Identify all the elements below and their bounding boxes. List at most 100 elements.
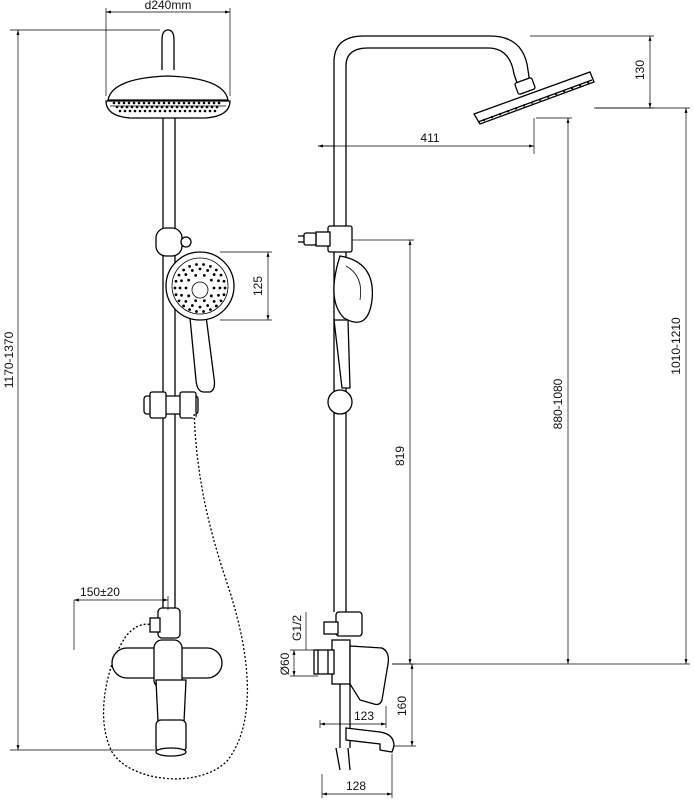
nozzle-dot	[202, 101, 206, 105]
nozzle-dot	[562, 89, 566, 93]
nozzle-dot	[538, 98, 542, 101]
nozzle-dot	[184, 273, 188, 276]
nozzle-dot	[122, 101, 126, 105]
nozzle-dot	[546, 95, 550, 99]
nozzle-dot	[115, 105, 119, 109]
nozzle-dot	[174, 279, 178, 283]
nozzle-dot	[195, 263, 198, 266]
nozzle-dot	[202, 273, 206, 277]
nozzle-dot	[183, 109, 187, 113]
nozzle-dot	[217, 293, 220, 297]
nozzle-dot	[490, 115, 494, 119]
nozzle-dot	[177, 273, 181, 277]
nozzle-dot	[212, 286, 216, 290]
nozzle-dot	[180, 293, 183, 297]
label-overall-height: 1170-1370	[2, 331, 16, 388]
nozzle-dot	[506, 110, 510, 113]
dim-holder-height: 819	[352, 239, 414, 665]
nozzle-dot	[157, 101, 161, 105]
nozzle-dot	[209, 294, 213, 298]
nozzle-dot	[212, 101, 216, 105]
nozzle-dot	[222, 293, 226, 297]
nozzle-dot	[140, 105, 144, 109]
nozzle-dot	[514, 107, 518, 110]
label-holder-height: 819	[393, 446, 407, 466]
nozzle-dot	[127, 101, 131, 105]
label-holder-range: 880-1080	[551, 378, 565, 429]
nozzle-dot	[208, 308, 212, 312]
nozzle-dot	[188, 308, 192, 312]
dim-head-diameter: d240mm	[105, 0, 231, 96]
nozzle-dot	[177, 299, 181, 303]
label-mixer-spacing: 150±20	[80, 585, 120, 599]
nozzle-dot	[143, 109, 147, 113]
nozzle-dot	[182, 304, 186, 308]
nozzle-dot	[155, 105, 159, 109]
nozzle-dot	[194, 299, 198, 303]
label-spout-height: 160	[395, 696, 409, 716]
label-handshower-width: 125	[251, 276, 265, 296]
nozzle-dot	[132, 101, 136, 105]
nozzle-dot	[213, 109, 217, 113]
nozzle-dot	[217, 101, 221, 105]
side-hand-shower	[327, 255, 374, 415]
nozzle-dot	[117, 101, 121, 105]
nozzle-dot	[522, 104, 526, 107]
dim-holder-range: 880-1080	[536, 117, 572, 664]
nozzle-dot	[168, 109, 172, 113]
nozzle-dot	[172, 101, 176, 105]
nozzle-dot	[208, 109, 212, 113]
nozzle-dot	[142, 101, 146, 105]
nozzle-dot	[200, 105, 204, 109]
nozzle-dot	[195, 310, 198, 313]
nozzle-dot	[219, 273, 223, 277]
dim-spout-projection: 128	[321, 754, 393, 798]
label-body-projection: 123	[354, 709, 374, 723]
nozzle-dot	[175, 105, 179, 109]
nozzle-dot	[194, 273, 198, 277]
nozzle-dot	[210, 105, 214, 109]
nozzle-dot	[187, 278, 191, 282]
nozzle-dot	[554, 92, 558, 96]
nozzle-dot	[222, 279, 226, 283]
nozzle-dot	[586, 81, 590, 84]
nozzle-dot	[205, 105, 209, 109]
nozzle-dot	[118, 109, 122, 113]
side-riser-arm	[333, 35, 531, 612]
nozzle-dot	[188, 264, 192, 268]
label-arm-reach: 411	[420, 131, 439, 145]
nozzle-dot	[217, 279, 220, 283]
label-thread: G1/2	[290, 615, 304, 641]
nozzle-dot	[128, 109, 132, 113]
nozzle-dot	[150, 105, 154, 109]
nozzle-dot	[578, 84, 582, 87]
nozzle-dot	[202, 310, 205, 313]
front-holder-knob	[155, 227, 192, 257]
nozzle-dot	[218, 286, 222, 290]
nozzle-dot	[138, 109, 142, 113]
nozzle-dot	[570, 86, 574, 90]
nozzle-dot	[212, 300, 216, 303]
dim-spout-height: 160	[394, 664, 416, 747]
front-view: d240mm 1170-1370 125 150±20	[2, 0, 272, 781]
nozzle-dot	[209, 278, 213, 282]
dim-body-projection: 123	[319, 706, 387, 728]
side-mixer-assembly	[313, 611, 395, 771]
nozzle-dot	[162, 101, 166, 105]
label-head-height: 130	[633, 60, 647, 80]
nozzle-dot	[145, 105, 149, 109]
nozzle-dot	[206, 304, 210, 307]
nozzle-dot	[165, 105, 169, 109]
nozzle-dot	[173, 286, 177, 290]
nozzle-dot	[158, 109, 162, 113]
nozzle-dot	[130, 105, 134, 109]
nozzle-dot	[120, 105, 124, 109]
nozzle-dot	[188, 109, 192, 113]
nozzle-dot	[214, 268, 218, 272]
front-hand-shower	[165, 251, 235, 393]
nozzle-dot	[203, 109, 207, 113]
nozzle-dot	[219, 299, 223, 303]
nozzle-dot	[187, 101, 191, 105]
nozzle-dot	[198, 109, 202, 113]
